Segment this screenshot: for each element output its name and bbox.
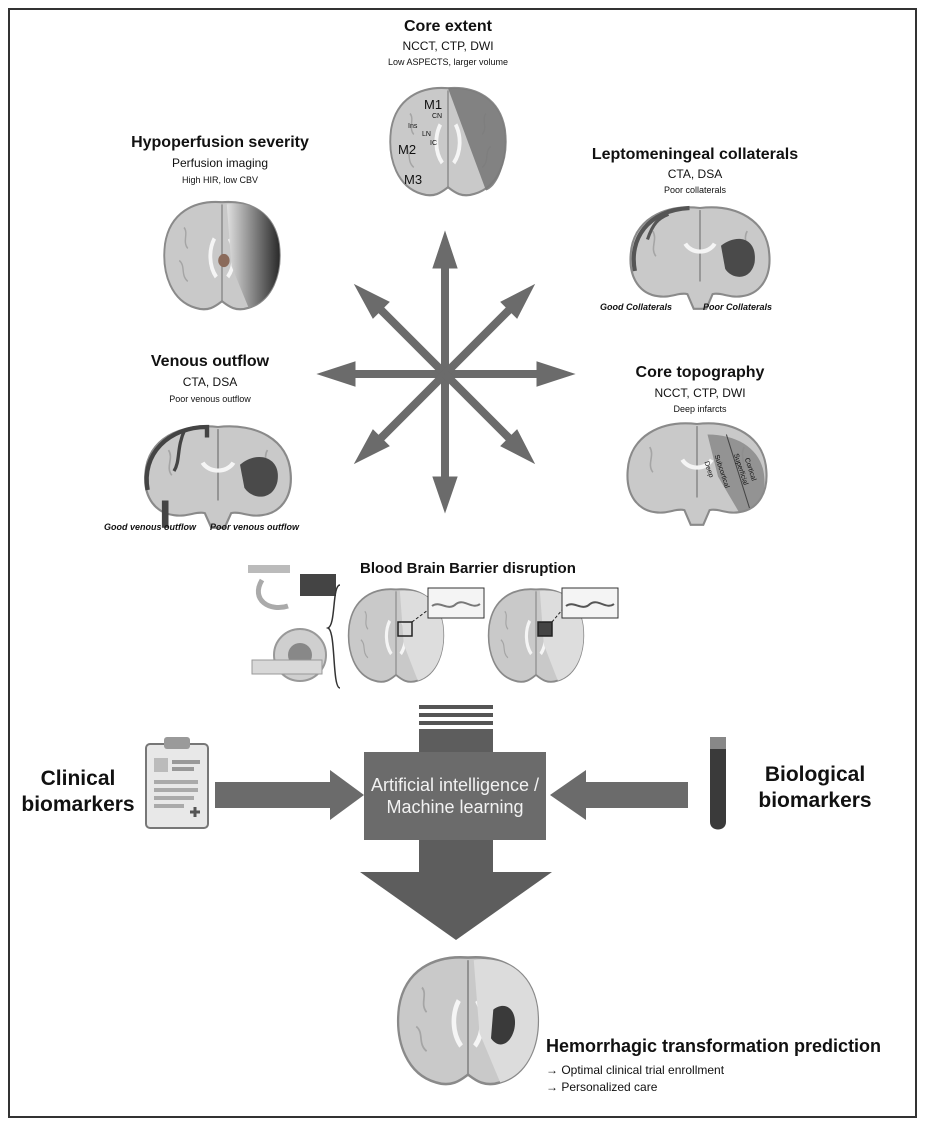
result-title: Hemorrhagic transformation prediction (546, 1036, 882, 1056)
core-extent-finding: Low ASPECTS, larger volume (387, 57, 509, 67)
hypoperfusion-brain (164, 202, 279, 309)
result-item-care: → Personalized care (546, 1080, 658, 1094)
ai-input-bars (419, 705, 493, 752)
clinical-arrow (215, 770, 364, 820)
core-extent-brain (390, 88, 505, 195)
biological-arrow (550, 770, 688, 820)
test-tube-icon (710, 737, 726, 830)
hypoperfusion-finding: High HIR, low CBV (181, 175, 259, 185)
hypoperfusion-modalities: Perfusion imaging (171, 156, 269, 170)
region-cn: CN (432, 113, 443, 120)
good-collaterals-label: Good Collaterals (600, 302, 673, 312)
ai-box: Artificial intelligence / Machine learni… (364, 752, 546, 840)
ai-box-bg (364, 752, 546, 840)
core-extent-modalities: NCCT, CTP, DWI (402, 39, 494, 53)
clinical-line1: Clinical (40, 767, 116, 790)
venous-finding: Poor venous outflow (169, 394, 251, 404)
biological-biomarkers-label: Biological biomarkers (740, 762, 890, 814)
venous-title: Venous outflow (150, 353, 270, 370)
result-item-trial: → Optimal clinical trial enrollment (546, 1063, 725, 1077)
venous-brain (145, 426, 291, 527)
poor-venous-label: Poor venous outflow (210, 522, 299, 532)
collaterals-finding: Poor collaterals (663, 185, 727, 195)
bbb-scanners (248, 565, 336, 682)
ai-output-arrow (360, 872, 552, 940)
good-venous-label: Good venous outflow (104, 522, 196, 532)
venous-modalities: CTA, DSA (182, 375, 238, 389)
region-m3: M3 (404, 172, 423, 187)
result-list: → Optimal clinical trial enrollment → Pe… (546, 1062, 724, 1096)
clinical-line2: biomarkers (21, 793, 135, 816)
biological-line1: Biological (764, 763, 866, 786)
bbb-title: Blood Brain Barrier disruption (360, 560, 576, 577)
result-brain (398, 957, 538, 1084)
region-m1: M1 (424, 97, 443, 112)
region-ic: IC (430, 140, 437, 147)
collaterals-title: Leptomeningeal collaterals (591, 146, 799, 163)
region-ln: LN (422, 131, 431, 138)
biological-line2: biomarkers (758, 789, 872, 812)
collaterals-modalities: CTA, DSA (667, 167, 723, 181)
collaterals-brain (630, 207, 769, 308)
topography-title: Core topography (635, 364, 765, 381)
region-m2: M2 (398, 142, 417, 157)
clinical-biomarkers-label: Clinical biomarkers (20, 766, 136, 818)
arrow-star (316, 230, 576, 514)
topography-modalities: NCCT, CTP, DWI (654, 386, 746, 400)
ai-label: Artificial intelligence / Machine learni… (370, 775, 540, 817)
region-ins: Ins (408, 123, 418, 130)
topography-finding: Deep infarcts (673, 404, 727, 414)
hypoperfusion-title: Hypoperfusion severity (131, 134, 309, 151)
core-extent-title: Core extent (403, 18, 493, 35)
figure-frame (8, 8, 917, 1118)
poor-collaterals-label: Poor Collaterals (703, 302, 773, 312)
clipboard-icon (145, 737, 209, 829)
topography-brain (627, 423, 766, 524)
